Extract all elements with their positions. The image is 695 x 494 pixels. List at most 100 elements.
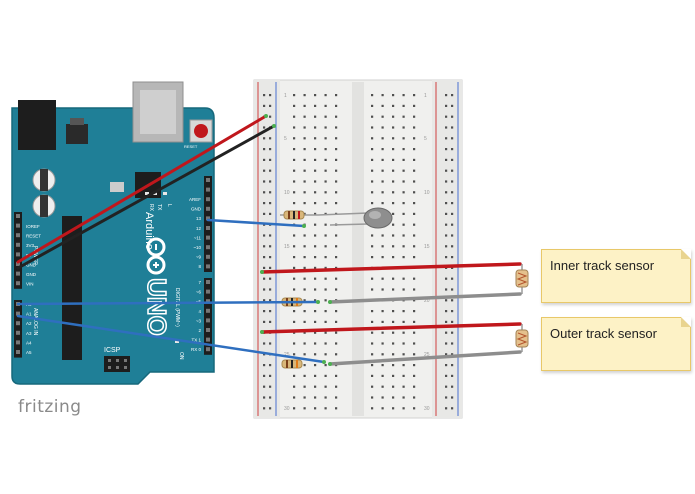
breadboard-hole: [371, 169, 374, 172]
row-number: 20: [424, 298, 430, 304]
pin-label: 13: [196, 216, 202, 221]
rail-hole: [269, 191, 272, 194]
breadboard-hole: [314, 266, 317, 269]
breadboard-hole: [371, 374, 374, 377]
rail-hole: [451, 385, 454, 388]
digital-header-top: [204, 176, 212, 272]
rail-hole: [451, 104, 454, 107]
rail-hole: [263, 202, 266, 205]
breadboard-hole: [392, 169, 395, 172]
breadboard-hole: [413, 223, 416, 226]
breadboard-hole: [392, 331, 395, 334]
header-pin: [16, 214, 20, 218]
breadboard-hole: [392, 342, 395, 345]
breadboard-hole: [381, 288, 384, 291]
breadboard-hole: [335, 342, 338, 345]
header-pin: [16, 330, 20, 335]
breadboard-hole: [303, 353, 306, 356]
breadboard-hole: [293, 94, 296, 97]
header-pin: [206, 280, 210, 284]
rail-hole: [269, 396, 272, 399]
breadboard-hole: [371, 115, 374, 118]
header-pin: [16, 223, 20, 228]
breadboard-hole: [413, 299, 416, 302]
icsp-block: [104, 356, 130, 372]
pin-label: 3V3: [26, 243, 35, 248]
breadboard-hole: [392, 158, 395, 161]
reset-button-cap[interactable]: [194, 124, 208, 138]
breadboard-hole: [381, 137, 384, 140]
pin-label: A2: [26, 321, 32, 326]
row-number: 15: [424, 244, 430, 250]
breadboard-hole: [402, 223, 405, 226]
rail-hole: [269, 137, 272, 140]
rail-hole: [451, 310, 454, 313]
header-pin: [16, 271, 20, 276]
breadboard-hole: [335, 169, 338, 172]
breadboard-hole: [381, 234, 384, 237]
header-pin: [206, 347, 210, 352]
crystal: [110, 182, 124, 192]
rail-hole: [445, 169, 448, 172]
breadboard-hole: [314, 277, 317, 280]
breadboard-hole: [324, 212, 327, 215]
breadboard-hole: [371, 396, 374, 399]
breadboard-hole: [293, 374, 296, 377]
breadboard-hole: [303, 331, 306, 334]
breadboard-hole: [392, 364, 395, 367]
breadboard-hole: [392, 385, 395, 388]
rail-hole: [451, 234, 454, 237]
status-led: [145, 192, 149, 195]
breadboard-hole: [413, 212, 416, 215]
breadboard-hole: [314, 212, 317, 215]
breadboard-hole: [303, 374, 306, 377]
breadboard-hole: [381, 94, 384, 97]
rail-hole: [445, 310, 448, 313]
breadboard-hole: [371, 256, 374, 259]
breadboard-hole: [402, 396, 405, 399]
rail-hole: [451, 256, 454, 259]
breadboard-hole: [293, 353, 296, 356]
pin-label: ~9: [196, 255, 202, 260]
breadboard-hole: [413, 180, 416, 183]
header-pin: [206, 254, 210, 259]
header-pin: [206, 337, 210, 342]
row-number: 1: [424, 93, 427, 99]
header-pin: [206, 245, 210, 250]
row-number: 25: [424, 352, 430, 358]
rail-hole: [263, 364, 266, 367]
breadboard-hole: [303, 266, 306, 269]
breadboard-hole: [402, 191, 405, 194]
breadboard-hole: [314, 191, 317, 194]
breadboard-hole: [293, 202, 296, 205]
note-inner-track-sensor: Inner track sensor: [541, 249, 691, 303]
breadboard-hole: [413, 115, 416, 118]
rail-hole: [263, 191, 266, 194]
breadboard-hole: [392, 191, 395, 194]
rail-hole: [445, 277, 448, 280]
rail-hole: [263, 310, 266, 313]
breadboard-hole: [324, 396, 327, 399]
breadboard-hole: [402, 374, 405, 377]
breadboard-hole: [371, 180, 374, 183]
analog-header: [14, 300, 22, 358]
analog-header-title: ANALOG IN: [32, 308, 38, 336]
pin-label: TX 1: [191, 338, 201, 343]
breadboard-hole: [381, 353, 384, 356]
board-model: UNO: [142, 278, 172, 336]
inner-sensor-label: Inner track sensor: [550, 258, 655, 273]
breadboard-hole: [293, 234, 296, 237]
breadboard-hole: [381, 191, 384, 194]
rail-hole: [445, 223, 448, 226]
breadboard-hole: [402, 126, 405, 129]
breadboard-hole: [314, 288, 317, 291]
rail-hole: [263, 126, 266, 129]
breadboard-hole: [392, 396, 395, 399]
rail-hole: [451, 353, 454, 356]
breadboard-hole: [303, 148, 306, 151]
breadboard-hole: [381, 148, 384, 151]
rail-hole: [451, 374, 454, 377]
breadboard-hole: [303, 158, 306, 161]
breadboard-hole: [303, 245, 306, 248]
outer-sensor-label: Outer track sensor: [550, 326, 657, 341]
